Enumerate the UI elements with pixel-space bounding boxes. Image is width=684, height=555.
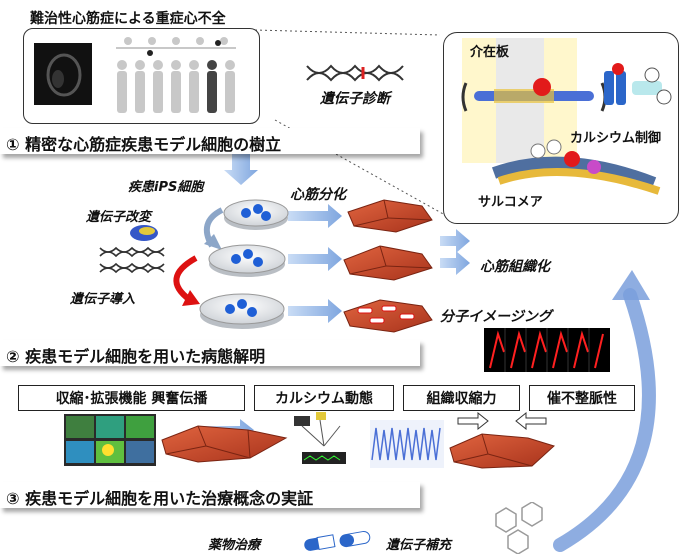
echo-image bbox=[34, 43, 92, 105]
calcium-setup-icon bbox=[294, 412, 346, 464]
step2-title: ② 疾患モデル細胞を用いた病態解明 bbox=[6, 347, 266, 366]
down-arrow bbox=[224, 150, 258, 185]
calcium-control-label: カルシウム制御 bbox=[570, 131, 662, 146]
capsule-icon bbox=[304, 530, 371, 551]
gene-diagnosis-label: 遺伝子診断 bbox=[320, 91, 390, 107]
gene-edit-label: 遺伝子改変 bbox=[86, 210, 152, 225]
step3-title: ③ 疾患モデル細胞を用いた治療概念の実証 bbox=[6, 489, 314, 508]
cardiomyocytes-1 bbox=[347, 199, 433, 233]
intercalated-disc-label: 介在板 bbox=[470, 45, 510, 60]
big-return-arrow bbox=[553, 288, 656, 552]
dotted-link-top bbox=[254, 29, 441, 36]
curve-arrow-red bbox=[173, 255, 198, 303]
gene-supplement-label: 遺伝子補充 bbox=[386, 538, 452, 553]
tissue-arrow-1 bbox=[440, 229, 470, 253]
patient-panel bbox=[23, 28, 260, 124]
function-box-contraction: 収縮･拡張機能 興奮伝播 bbox=[18, 385, 245, 411]
mechanism-inset: 介在板 カルシウム制御 サルコメア bbox=[443, 32, 679, 224]
hexagon-icon bbox=[495, 502, 543, 554]
contraction-map bbox=[64, 414, 156, 466]
dish-3 bbox=[199, 293, 285, 329]
tissue-label: 心筋組織化 bbox=[480, 259, 550, 275]
step2-band: ② 疾患モデル細胞を用いた病態解明 bbox=[0, 340, 420, 366]
diff-arrow-1 bbox=[288, 204, 342, 228]
step1-title: ① 精密な心筋症疾患モデル細胞の樹立 bbox=[6, 135, 282, 154]
imaging-strip bbox=[484, 328, 610, 372]
page-title: 難治性心筋症による重症心不全 bbox=[30, 11, 226, 27]
diff-arrow-2 bbox=[288, 247, 342, 271]
drug-therapy-label: 薬物治療 bbox=[208, 538, 261, 553]
protein-schematic bbox=[461, 63, 672, 195]
dna-icon-left bbox=[99, 246, 165, 274]
cardiomyocytes-2 bbox=[343, 245, 433, 281]
function-box-arrhythmia: 催不整脈性 bbox=[529, 385, 635, 411]
tissue-strip-1 bbox=[161, 425, 288, 463]
function-box-calcium: カルシウム動態 bbox=[254, 385, 394, 411]
patients-pedigree bbox=[116, 37, 236, 113]
step1-band: ① 精密な心筋症疾患モデル細胞の樹立 bbox=[0, 128, 420, 154]
tissue-arrow-2 bbox=[440, 251, 470, 275]
cardiac-diff-label: 心筋分化 bbox=[290, 187, 346, 203]
dish-2 bbox=[208, 244, 286, 277]
dish-1 bbox=[223, 199, 289, 230]
force-trace bbox=[370, 420, 444, 468]
tissue-strip-2 bbox=[449, 412, 555, 469]
diff-arrow-3 bbox=[288, 299, 342, 323]
cardiomyocytes-3 bbox=[343, 299, 433, 333]
function-box-force: 組織収縮力 bbox=[403, 385, 520, 411]
dna-icon bbox=[306, 64, 404, 82]
virus-icon bbox=[130, 225, 158, 241]
ips-label: 疾患iPS細胞 bbox=[128, 180, 204, 195]
molecular-imaging-label: 分子イメージング bbox=[440, 309, 552, 325]
sarcomere-label: サルコメア bbox=[478, 195, 543, 210]
gene-transfer-label: 遺伝子導入 bbox=[70, 292, 136, 307]
step3-band: ③ 疾患モデル細胞を用いた治療概念の実証 bbox=[0, 482, 420, 508]
